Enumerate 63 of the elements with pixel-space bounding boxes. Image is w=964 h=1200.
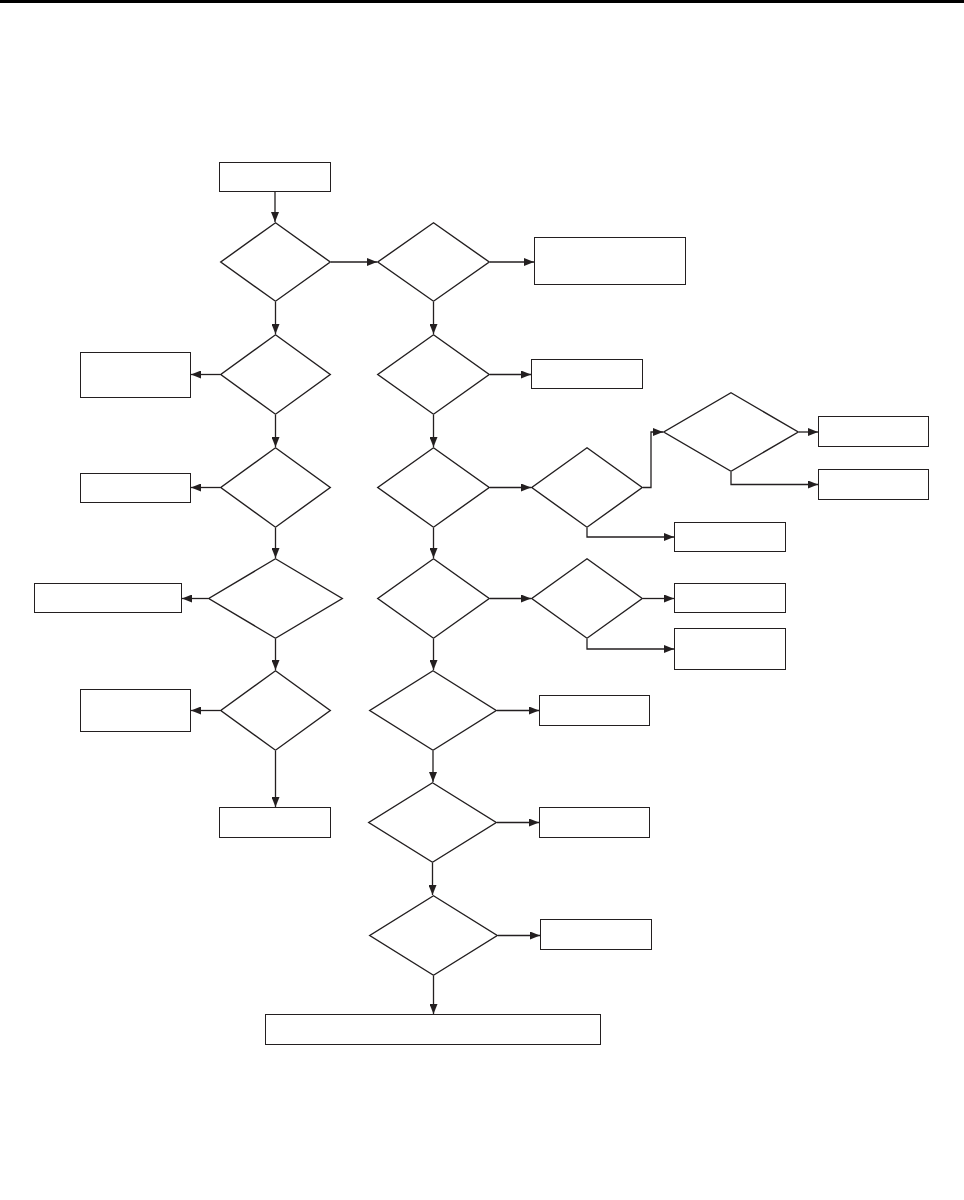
arrow (496, 706, 540, 715)
decision-diamond (368, 782, 497, 863)
decision-diamond (531, 558, 643, 639)
decision-diamond (377, 447, 490, 528)
arrow (489, 483, 532, 492)
arrow (330, 258, 378, 266)
arrow (181, 594, 209, 603)
process-box (674, 628, 786, 670)
arrow (190, 370, 221, 379)
decision-diamond (377, 222, 490, 302)
arrow (271, 527, 280, 559)
arrow (496, 818, 540, 827)
arrow (190, 483, 221, 492)
process-box (818, 416, 929, 447)
process-box (674, 583, 786, 613)
arrow (429, 527, 438, 559)
process-box (534, 237, 686, 285)
process-box (531, 359, 643, 389)
process-box (265, 1014, 601, 1045)
decision-diamond (377, 334, 490, 415)
arrow (497, 931, 541, 940)
process-box (540, 919, 652, 950)
decision-diamond (663, 392, 799, 472)
decision-diamond (220, 222, 331, 302)
process-box (539, 807, 650, 838)
arrow (798, 428, 819, 436)
arrow (429, 638, 438, 671)
process-box (818, 469, 929, 500)
decision-diamond (531, 447, 643, 528)
decision-diamond (377, 558, 490, 639)
decision-diamond (220, 334, 331, 415)
arrow (271, 301, 280, 335)
arrow (489, 258, 535, 266)
arrow (489, 594, 532, 603)
process-box (674, 522, 786, 552)
decision-diamond (369, 895, 498, 976)
decision-diamond (220, 447, 331, 528)
arrow (271, 414, 280, 448)
arrow (429, 414, 438, 448)
arrow (642, 428, 664, 489)
decision-diamond (369, 670, 497, 751)
arrow (428, 862, 437, 896)
arrow (586, 527, 675, 541)
arrow (429, 750, 437, 783)
process-box (219, 162, 331, 192)
process-box (539, 695, 650, 726)
arrow (642, 594, 675, 603)
process-box (34, 583, 182, 613)
arrow (586, 638, 675, 653)
arrow (489, 370, 532, 379)
process-box (80, 689, 191, 732)
arrow (429, 301, 438, 335)
arrow (271, 191, 279, 223)
process-box (80, 352, 191, 398)
process-box (80, 473, 191, 503)
arrow (730, 471, 819, 489)
arrow (429, 975, 438, 1015)
decision-diamond (220, 670, 331, 751)
decision-diamond (208, 558, 343, 639)
arrow (271, 750, 280, 808)
arrow (190, 706, 221, 715)
process-box (219, 807, 331, 838)
arrow (271, 638, 280, 671)
